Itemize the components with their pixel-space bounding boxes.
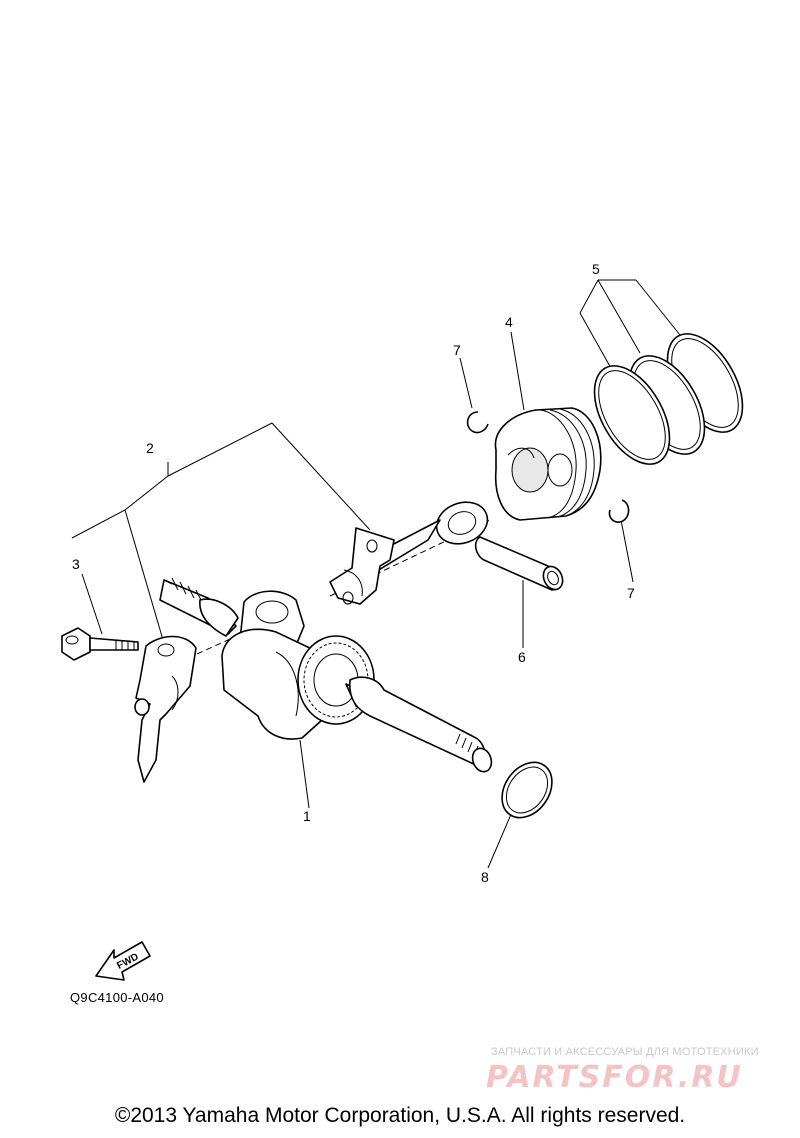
connecting-rod bbox=[329, 501, 489, 605]
copyright-notice: ©2013 Yamaha Motor Corporation, U.S.A. A… bbox=[114, 1104, 686, 1127]
callout-labels: 1 2 3 4 5 6 7 7 8 bbox=[72, 261, 635, 885]
callout-8: 8 bbox=[481, 869, 489, 885]
piston-pin bbox=[474, 536, 564, 591]
callout-2: 2 bbox=[146, 440, 154, 456]
callout-1: 1 bbox=[303, 808, 311, 824]
circlips bbox=[466, 411, 630, 523]
watermark-tagline: ЗАПЧАСТИ И АКСЕССУАРЫ ДЛЯ МОТОТЕХНИКИ bbox=[491, 1046, 759, 1058]
oil-seal-ring bbox=[501, 761, 553, 819]
diagram-code: Q9C4100-A040 bbox=[70, 990, 164, 1005]
piston-rings bbox=[593, 333, 744, 465]
fwd-arrow-icon: FWD bbox=[95, 941, 151, 981]
callout-6: 6 bbox=[518, 649, 526, 665]
watermark-logo: PARTSFOR.RU bbox=[486, 1060, 743, 1095]
rod-cap bbox=[134, 635, 197, 783]
leader-lines bbox=[71, 279, 681, 869]
cap-bolt bbox=[61, 627, 139, 661]
callout-7-top: 7 bbox=[453, 342, 461, 358]
piston bbox=[494, 407, 602, 521]
crankshaft bbox=[159, 577, 493, 773]
callout-3: 3 bbox=[72, 556, 80, 572]
callout-5: 5 bbox=[592, 261, 600, 277]
callout-4: 4 bbox=[505, 314, 513, 330]
callout-7-right: 7 bbox=[627, 585, 635, 601]
